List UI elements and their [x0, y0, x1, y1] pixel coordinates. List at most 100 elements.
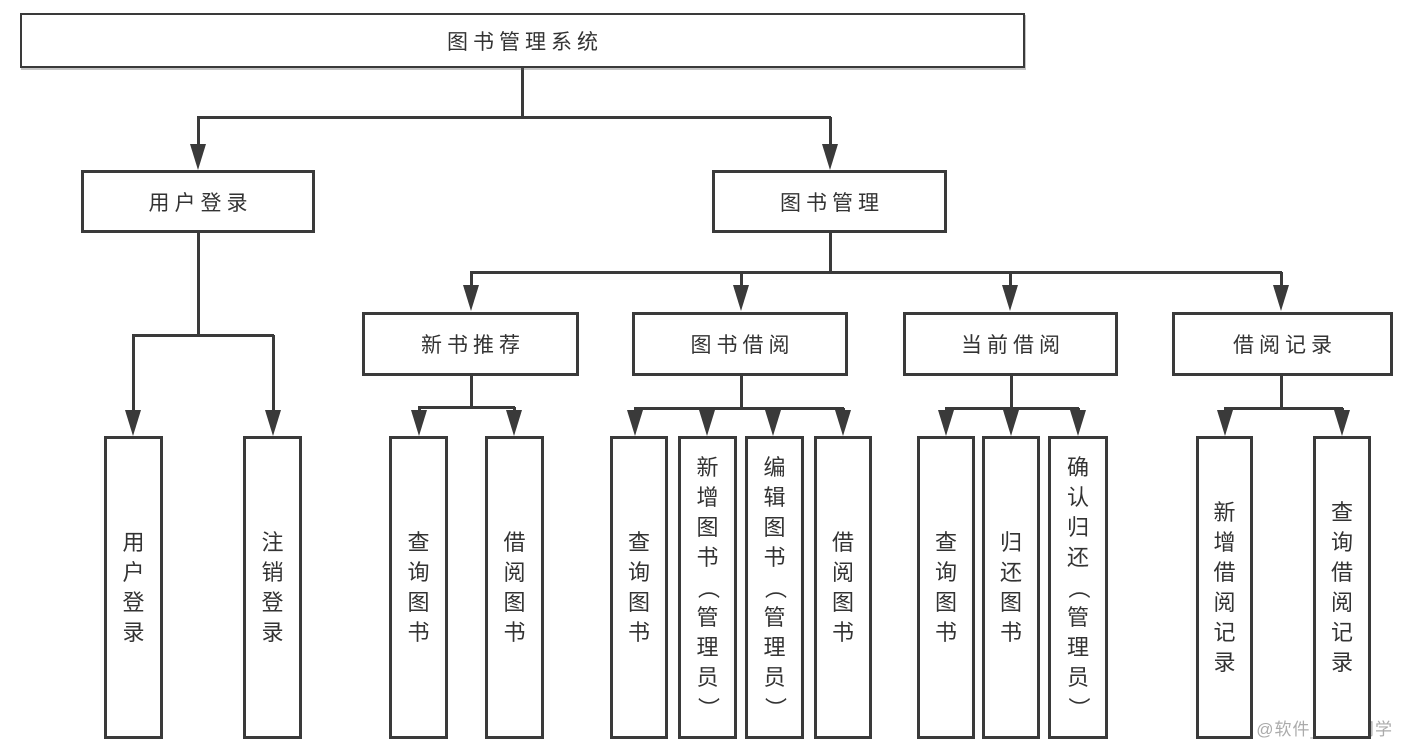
node-label-char: 查: [934, 529, 957, 555]
node-label-char: 借: [1330, 559, 1353, 585]
connector-segment-5: [470, 271, 1282, 274]
node-label-char: 询: [1330, 529, 1353, 555]
node-label-char: 确: [1066, 454, 1089, 480]
node-label-char: 认: [1066, 484, 1089, 510]
arrow-line-0: [197, 117, 200, 148]
connector-segment-9: [634, 407, 844, 410]
node-label-char: 书: [503, 619, 526, 645]
node-label-char: 图: [627, 589, 650, 615]
node-label-char: 记: [1213, 619, 1236, 645]
node-label-char: 记: [1330, 619, 1353, 645]
node-label-char: （: [1066, 576, 1091, 599]
arrowhead-icon-8: [411, 410, 427, 436]
arrowhead-icon-1: [822, 144, 838, 170]
arrow-line-1: [829, 117, 832, 148]
arrowhead-icon-7: [1273, 285, 1289, 311]
node-leaf-query-book-1: 查询图书: [389, 436, 448, 739]
node-label-char: 归: [999, 529, 1022, 555]
node-label-char: 图: [999, 589, 1022, 615]
node-root: 图书管理系统: [20, 13, 1025, 68]
node-borrowing-records: 借阅记录: [1172, 312, 1393, 376]
connector-segment-2: [197, 233, 200, 335]
node-label-char: 登: [261, 589, 284, 615]
node-label-char: 理: [763, 634, 786, 660]
node-leaf-logout: 注销登录: [243, 436, 302, 739]
node-leaf-edit-book-admin: 编辑图书（管理员）: [745, 436, 804, 739]
node-label-char: 管: [763, 604, 786, 630]
node-label-char: 归: [1066, 514, 1089, 540]
node-label-char: 员: [763, 664, 786, 690]
connector-segment-13: [1224, 407, 1343, 410]
node-label-char: 阅: [1213, 589, 1236, 615]
arrow-line-2: [132, 335, 135, 414]
node-leaf-query-book-2: 查询图书: [610, 436, 668, 739]
connector-segment-12: [1280, 376, 1283, 408]
node-label-char: 查: [1330, 499, 1353, 525]
node-book-management: 图书管理: [712, 170, 947, 233]
node-label-char: 还: [1066, 544, 1089, 570]
node-label-char: 阅: [831, 559, 854, 585]
node-leaf-query-book-3: 查询图书: [917, 436, 975, 739]
node-label-char: 书: [627, 619, 650, 645]
arrowhead-icon-16: [1070, 410, 1086, 436]
arrowhead-icon-15: [1003, 410, 1019, 436]
node-label-char: 图: [407, 589, 430, 615]
node-label-char: 增: [1213, 529, 1236, 555]
arrowhead-icon-17: [1217, 410, 1233, 436]
connector-segment-3: [132, 334, 274, 337]
arrow-line-6: [1009, 272, 1012, 289]
arrowhead-icon-4: [463, 285, 479, 311]
node-label-char: 理: [1066, 634, 1089, 660]
node-label-char: 员: [1066, 664, 1089, 690]
node-label-char: 阅: [1330, 589, 1353, 615]
node-label-char: 借: [503, 529, 526, 555]
node-label-char: 询: [627, 559, 650, 585]
arrow-line-3: [272, 335, 275, 414]
node-label-char: 管: [1066, 604, 1089, 630]
node-label-char: 询: [407, 559, 430, 585]
node-label: 图书管理系统: [447, 30, 603, 54]
arrowhead-icon-18: [1334, 410, 1350, 436]
node-label-char: 还: [999, 559, 1022, 585]
node-label-char: （: [762, 576, 788, 599]
node-leaf-add-borrow-record: 新增借阅记录: [1196, 436, 1253, 739]
node-label-char: 辑: [763, 484, 786, 510]
node-label-char: 查: [627, 529, 650, 555]
node-label-char: 录: [122, 619, 145, 645]
node-label-char: 书: [831, 619, 854, 645]
connector-segment-10: [1010, 376, 1013, 408]
node-label-char: 书: [934, 619, 957, 645]
node-label-char: 增: [696, 484, 719, 510]
node-book-borrowing: 图书借阅: [632, 312, 848, 376]
node-label-char: ）: [695, 696, 721, 719]
node-label-char: 阅: [503, 559, 526, 585]
node-current-borrowing: 当前借阅: [903, 312, 1118, 376]
arrowhead-icon-12: [765, 410, 781, 436]
node-leaf-confirm-return: 确认归还 （ 管理员 ）: [1048, 436, 1108, 739]
node-label-char: 书: [696, 544, 719, 570]
node-label-char: ）: [1066, 696, 1091, 719]
node-new-book-recommend: 新书推荐: [362, 312, 579, 376]
node-user-login: 用户登录: [81, 170, 315, 233]
node-label-char: 书: [999, 619, 1022, 645]
node-label-char: 编: [763, 454, 786, 480]
arrowhead-icon-2: [125, 410, 141, 436]
node-label: 借阅记录: [1233, 334, 1337, 357]
node-label-char: 查: [407, 529, 430, 555]
node-label-char: 销: [261, 559, 284, 585]
arrowhead-icon-14: [938, 410, 954, 436]
node-label-char: 员: [696, 664, 719, 690]
node-leaf-borrow-book-1: 借阅图书: [485, 436, 544, 739]
node-label-char: 理: [696, 634, 719, 660]
node-label-char: ）: [762, 696, 788, 719]
node-label-char: 录: [261, 619, 284, 645]
node-label: 用户登录: [148, 191, 253, 215]
node-label: 图书借阅: [690, 334, 795, 357]
arrowhead-icon-9: [506, 410, 522, 436]
node-label-char: 登: [122, 589, 145, 615]
arrowhead-icon-10: [627, 410, 643, 436]
node-label-char: 书: [763, 544, 786, 570]
node-label-char: 图: [696, 514, 719, 540]
connector-segment-1: [197, 116, 831, 119]
